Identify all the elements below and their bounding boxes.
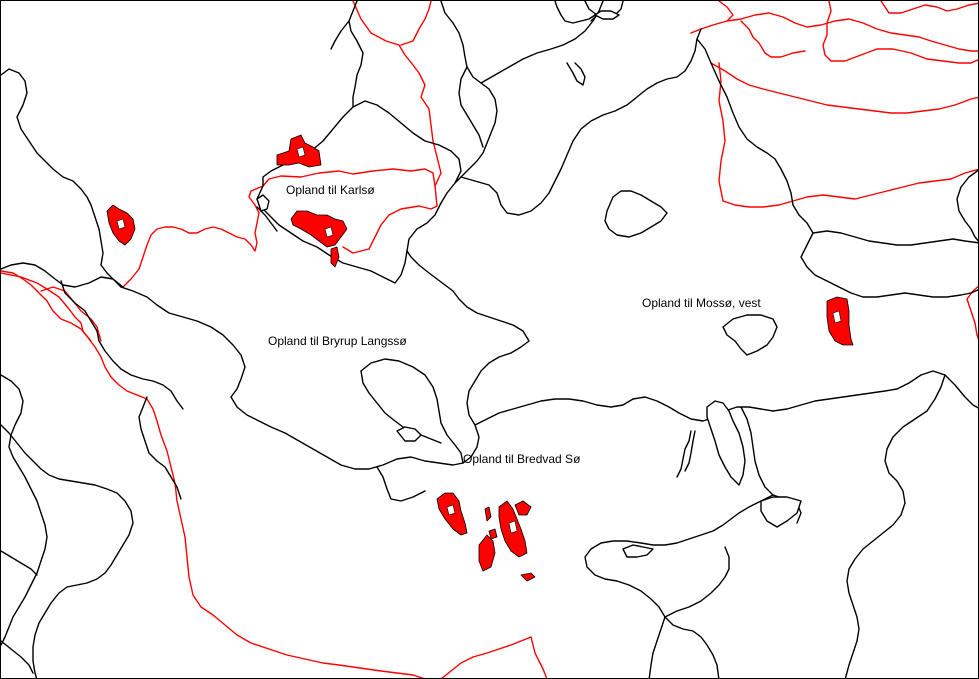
parcel-bredvad-5 <box>478 534 496 572</box>
boundary-main-west-arc <box>120 286 464 470</box>
boundary-west-edge-1 <box>1 374 48 646</box>
parcels <box>106 134 854 582</box>
boundary-karlso-ring <box>256 100 462 284</box>
boundary-west-branch <box>60 280 184 410</box>
drainage <box>256 206 696 478</box>
catchment-label-karlso: Opland til Karlsø <box>286 183 375 197</box>
parcel-hole <box>832 310 842 324</box>
parcel-bredvad-4 <box>514 500 532 516</box>
parcel-hole <box>324 226 334 238</box>
boundary-west-edge-4 <box>1 640 34 674</box>
drainage-karlso <box>256 206 278 232</box>
boundary-karlso-north <box>348 1 364 108</box>
red-boundary-ne-6 <box>740 20 806 58</box>
boundary-mosso-west <box>460 28 702 216</box>
red-boundary-east <box>966 285 978 340</box>
drainage-east-1 <box>676 430 692 478</box>
boundary-mosso-ne <box>710 62 978 298</box>
parcel-bredvad-2 <box>484 506 492 522</box>
boundary-east-edge <box>956 169 978 242</box>
red-boundary-top-right <box>880 1 978 14</box>
red-boundary-karlso-north <box>352 1 442 187</box>
boundary-bredvad-inner <box>360 370 442 444</box>
lake-center-east <box>706 400 746 486</box>
lake-mosso-east <box>722 314 778 356</box>
red-boundary-ne-2 <box>822 1 978 64</box>
red-boundary-ne-1 <box>718 1 734 22</box>
boundary-south-bottom <box>648 616 666 678</box>
catchment-label-bredvad-so: Opland til Bredvad Sø <box>463 452 581 466</box>
boundary-south-right <box>664 546 730 618</box>
boundary-north-mid-2 <box>458 66 484 148</box>
red-boundary-ne-3 <box>710 62 978 114</box>
red-boundary-mid-west <box>122 185 264 288</box>
boundary-west-inner <box>138 396 182 500</box>
catchment-label-bryrup-langsso: Opland til Bryrup Langssø <box>268 334 407 348</box>
red-boundary-south <box>441 636 548 678</box>
parcel-bredvad-6 <box>488 528 498 540</box>
boundary-west-edge-3 <box>1 550 38 576</box>
boundary-center-small <box>566 62 586 86</box>
lake-mosso-small <box>604 190 668 238</box>
catchment-label-mosso-vest: Opland til Mossø, vest <box>642 296 761 310</box>
red-boundary-west-main <box>1 270 425 678</box>
boundary-mosso-east-2 <box>812 230 978 246</box>
boundary-center-main <box>474 370 978 426</box>
boundary-west-edge-2 <box>1 424 134 678</box>
boundary-bredvad-peninsula <box>360 358 464 464</box>
boundary-north-center-2 <box>554 1 596 24</box>
parcel-hole <box>296 146 306 158</box>
boundary-center-south <box>406 250 530 464</box>
red-boundary-karlso <box>262 168 438 254</box>
lakes <box>256 10 802 558</box>
boundary-south-center <box>584 494 774 678</box>
red-boundary-ne-5 <box>722 168 978 208</box>
boundary-east-lower <box>844 374 946 678</box>
lake-bredvad-inner <box>396 426 422 442</box>
parcel-hole <box>508 520 518 534</box>
red-boundary-west-3 <box>40 286 102 342</box>
lake-top <box>594 10 620 20</box>
boundary-north-right <box>480 1 604 84</box>
parcel-hole <box>116 218 126 230</box>
boundary-mosso-north <box>696 38 712 64</box>
boundary-north-mid <box>440 1 498 184</box>
parcel-karlso-south <box>290 210 348 248</box>
parcel-hole <box>446 504 456 516</box>
lake-karlso <box>256 194 270 212</box>
parcel-bredvad-7 <box>520 572 536 582</box>
red-boundary-west-2 <box>1 272 92 342</box>
lake-south-small <box>622 544 654 558</box>
boundary-bredvad-west <box>376 466 426 502</box>
lake-southeast <box>760 496 802 528</box>
boundary-north-center <box>330 20 350 50</box>
parcel-karlso-strip <box>330 246 340 268</box>
red-boundary-north-west <box>400 1 432 46</box>
boundary-west-lower <box>1 262 124 288</box>
red-boundary-ne-top <box>690 12 978 52</box>
drainage-east-2 <box>684 430 696 472</box>
boundary-northwest-ridge <box>1 68 122 288</box>
